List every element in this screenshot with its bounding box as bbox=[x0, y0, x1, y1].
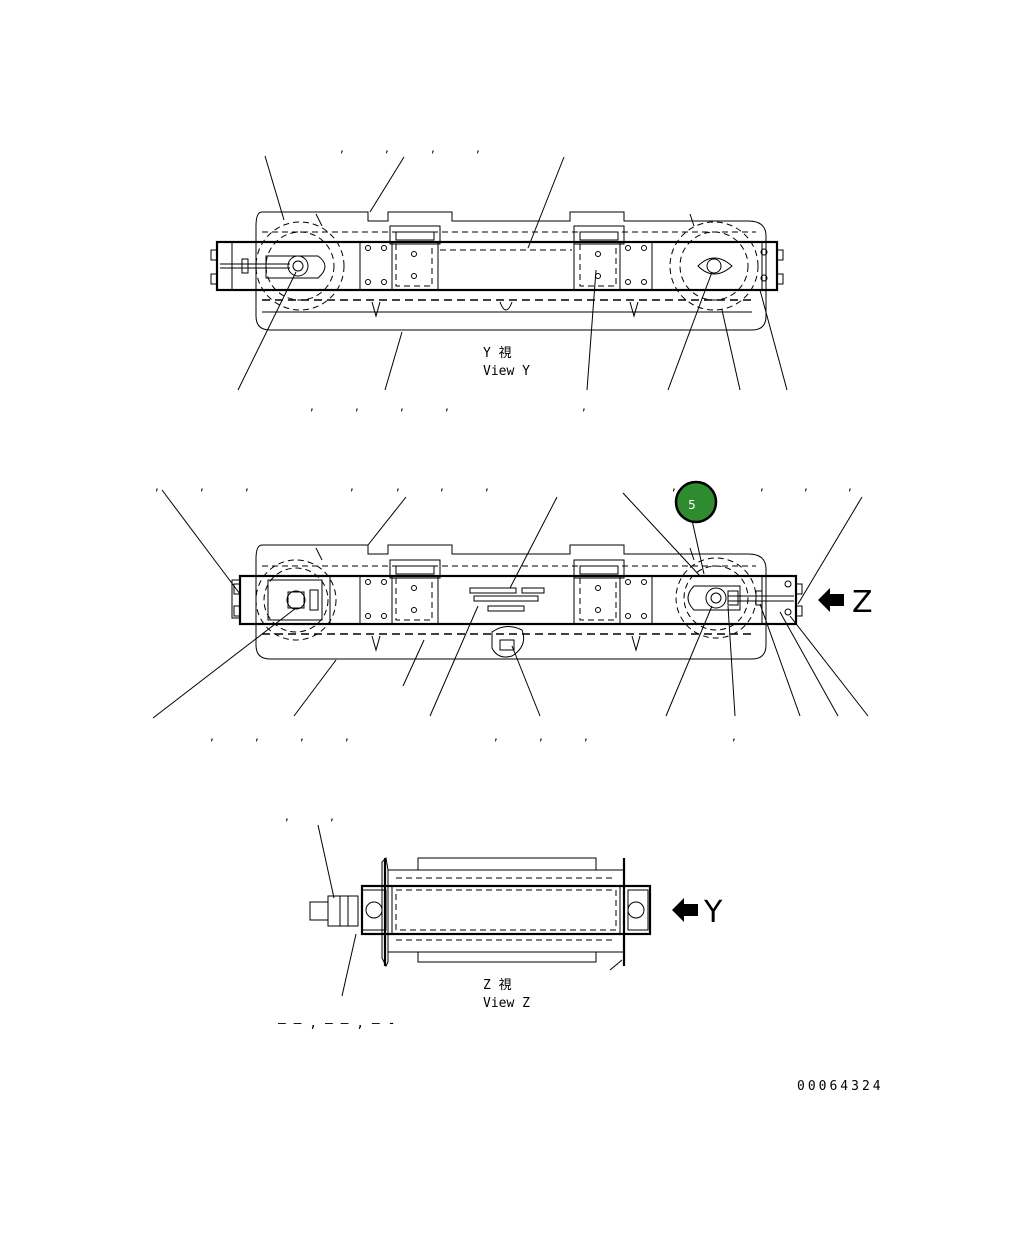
svg-text:,: , bbox=[584, 729, 588, 743]
svg-text:,: , bbox=[245, 479, 249, 493]
svg-text:,: , bbox=[155, 479, 159, 493]
svg-text:,: , bbox=[340, 141, 344, 155]
svg-text:,: , bbox=[476, 141, 480, 155]
svg-text:,: , bbox=[345, 729, 349, 743]
svg-text:,: , bbox=[355, 399, 359, 413]
svg-text:,: , bbox=[672, 479, 676, 493]
drawing-number: 00064324 bbox=[797, 1079, 884, 1094]
callout-badge-number: 5 bbox=[688, 498, 696, 512]
svg-text:,: , bbox=[804, 479, 808, 493]
svg-text:,: , bbox=[310, 399, 314, 413]
svg-text:,: , bbox=[582, 399, 586, 413]
view-z-label-jp: Z 視 bbox=[483, 978, 512, 993]
svg-text:,: , bbox=[385, 141, 389, 155]
callout-badge-5[interactable]: 5 bbox=[674, 480, 718, 524]
view-y-drawing bbox=[210, 211, 784, 331]
svg-text:,: , bbox=[440, 479, 444, 493]
view-y-label-jp: Y 視 bbox=[483, 346, 512, 361]
view-y-leaders bbox=[237, 155, 788, 391]
y-arrow-letter: Y bbox=[703, 895, 723, 930]
svg-text:,: , bbox=[400, 399, 404, 413]
svg-text:,: , bbox=[485, 479, 489, 493]
svg-text:,: , bbox=[760, 479, 764, 493]
svg-text:,: , bbox=[445, 399, 449, 413]
y-direction-arrow: Y bbox=[672, 895, 723, 930]
svg-text:,: , bbox=[431, 141, 435, 155]
view-z-label-en: View Z bbox=[483, 996, 530, 1011]
view-z-leaders bbox=[317, 824, 357, 997]
middle-view-drawing bbox=[231, 544, 803, 660]
view-y-commas: , , , , , , , , , bbox=[310, 141, 586, 413]
svg-text:,: , bbox=[330, 809, 334, 823]
svg-text:,: , bbox=[300, 729, 304, 743]
svg-text:,: , bbox=[539, 729, 543, 743]
svg-text:,: , bbox=[350, 479, 354, 493]
view-z-commas: , , bbox=[285, 809, 334, 823]
z-arrow-letter: Z bbox=[852, 585, 873, 620]
svg-text:,: , bbox=[396, 479, 400, 493]
middle-view-leaders bbox=[152, 489, 869, 719]
svg-text:,: , bbox=[285, 809, 289, 823]
svg-text:,: , bbox=[732, 729, 736, 743]
svg-text:,: , bbox=[255, 729, 259, 743]
svg-text:,: , bbox=[848, 479, 852, 493]
part-number-fragment: – – , – – , – - bbox=[278, 1016, 395, 1031]
middle-view-commas: , , , , , , , , , , , , , , , , , , , bbox=[155, 479, 852, 743]
svg-text:,: , bbox=[494, 729, 498, 743]
view-y-label-en: View Y bbox=[483, 364, 530, 379]
svg-text:,: , bbox=[210, 729, 214, 743]
view-z-drawing bbox=[309, 856, 652, 971]
svg-text:,: , bbox=[200, 479, 204, 493]
z-direction-arrow: Z bbox=[818, 585, 873, 620]
